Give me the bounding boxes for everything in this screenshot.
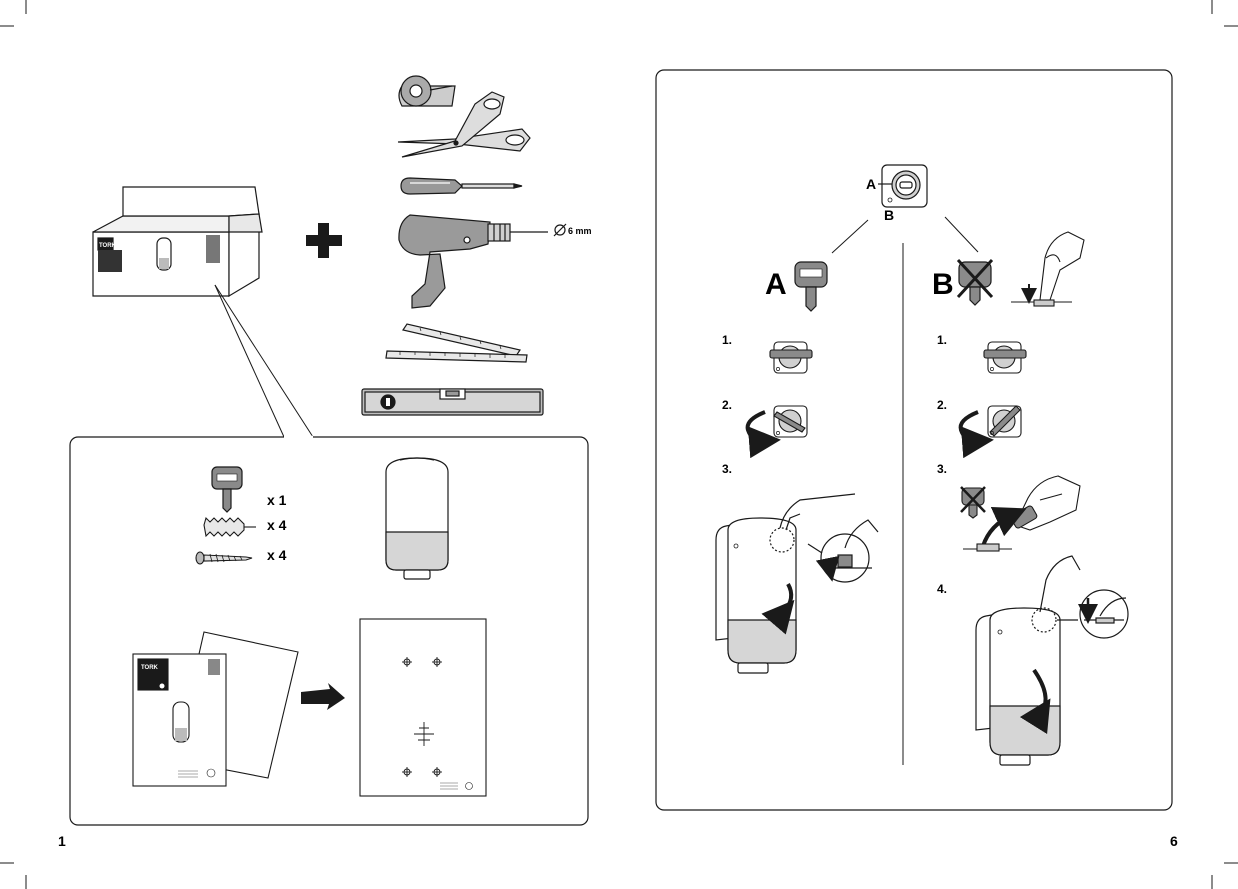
- lock-icon: [988, 406, 1021, 437]
- page-number-left: 1: [58, 833, 66, 849]
- instruction-manual: TORK: [133, 654, 226, 786]
- ruler-icon: [386, 324, 527, 362]
- drill-bit-size-label: 6 mm: [568, 226, 592, 236]
- lock-label-b: B: [884, 207, 894, 223]
- lock-label-a: A: [866, 176, 876, 192]
- screw-quantity: x 4: [267, 547, 287, 563]
- option-b-step-3: 3.: [937, 462, 947, 476]
- option-a-step-2: 2.: [722, 398, 732, 412]
- key-quantity: x 1: [267, 492, 287, 508]
- spirit-level-icon: [362, 389, 543, 415]
- drilling-template: [360, 619, 486, 796]
- manual-brand: TORK: [141, 665, 159, 671]
- option-b-title: B: [932, 268, 954, 301]
- product-box: TORK: [93, 187, 262, 296]
- tape-icon: [399, 76, 455, 106]
- drill-icon: [399, 215, 566, 308]
- option-b-step-4: 4.: [937, 582, 947, 596]
- dispenser-icon: [386, 458, 448, 579]
- box-brand: TORK: [99, 243, 117, 249]
- lock-icon: [878, 165, 927, 207]
- page-number-right: 6: [1170, 833, 1178, 849]
- option-a-title: A: [765, 268, 787, 301]
- option-b-step-1: 1.: [937, 333, 947, 347]
- lock-icon: [770, 342, 812, 373]
- option-b-step-2: 2.: [937, 398, 947, 412]
- lock-detail-b: [1080, 590, 1128, 638]
- plus-icon: [306, 223, 342, 258]
- lock-icon: [774, 406, 807, 437]
- lock-icon: [984, 342, 1026, 373]
- plug-quantity: x 4: [267, 517, 287, 533]
- option-a-step-1: 1.: [722, 333, 732, 347]
- box-callout-lines: [215, 285, 313, 437]
- screwdriver-icon: [401, 178, 522, 194]
- option-a-step-3: 3.: [722, 462, 732, 476]
